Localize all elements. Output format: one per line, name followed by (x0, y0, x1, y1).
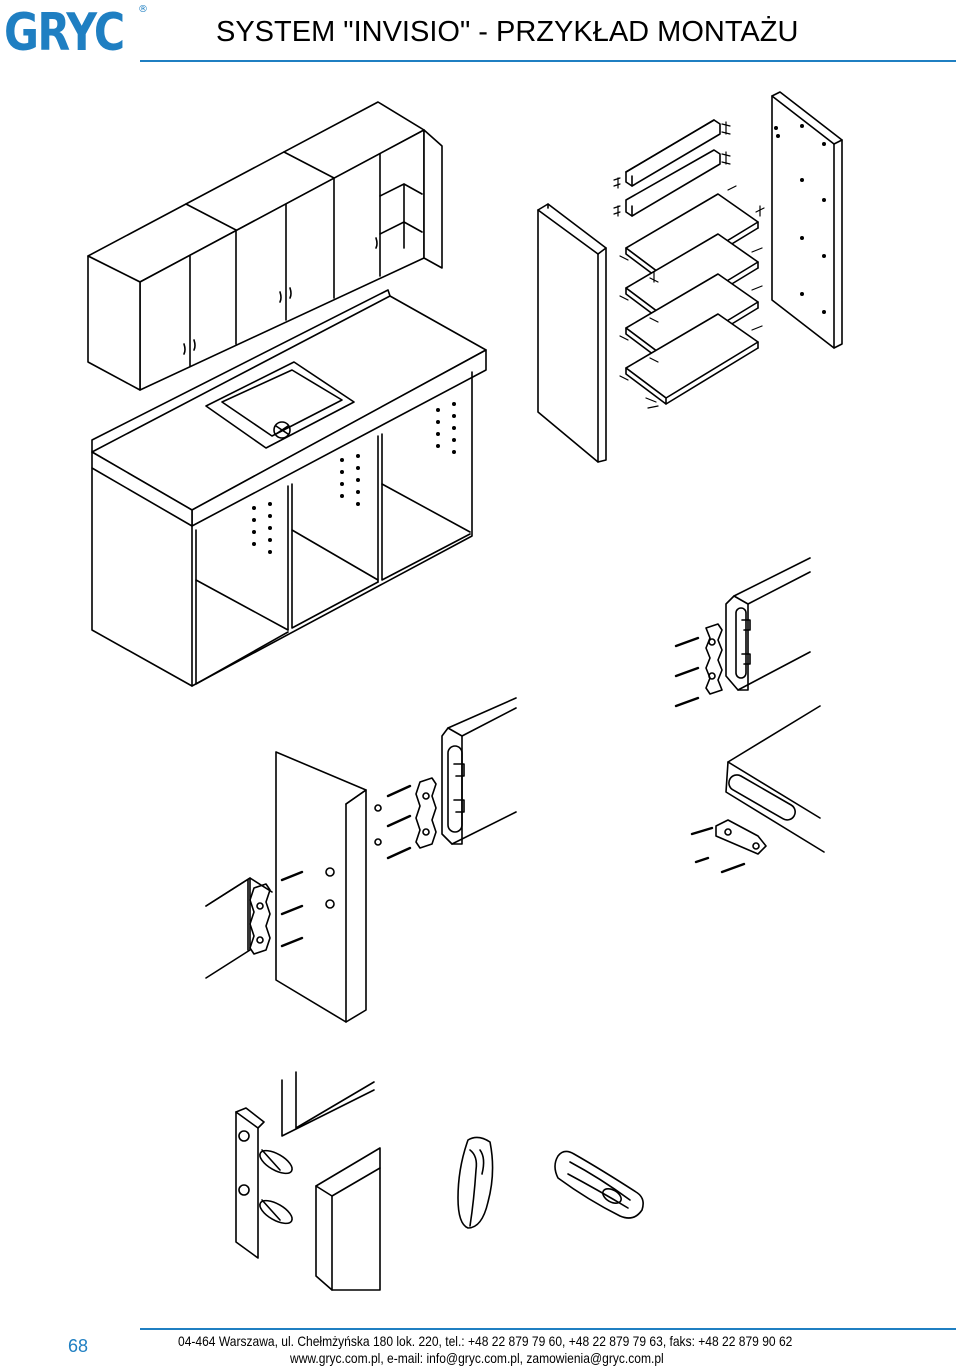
footer-divider (140, 1328, 956, 1330)
connector-detail-2 (374, 697, 517, 860)
connector-detail-3 (690, 705, 825, 874)
connector-detail-1 (674, 557, 811, 708)
footer-address: 04-464 Warszawa, ul. Chełmżyńska 180 lok… (178, 1333, 793, 1349)
cam-connector-detail (235, 1071, 644, 1291)
page-number: 68 (68, 1336, 89, 1356)
page-title: SYSTEM "INVISIO" - PRZYKŁAD MONTAŻU (216, 16, 799, 48)
base-cabinet (91, 289, 487, 687)
panel-junction-detail (205, 751, 367, 1023)
logo-text: GRYC (4, 3, 125, 63)
registered-mark: ® (138, 4, 148, 15)
exploded-shelf-unit (537, 91, 843, 463)
title-divider (140, 60, 956, 62)
brand-logo: GRYC ® (4, 3, 148, 63)
footer-contact: www.gryc.com.pl, e-mail: info@gryc.com.p… (290, 1350, 664, 1366)
wall-cabinets (87, 101, 443, 391)
